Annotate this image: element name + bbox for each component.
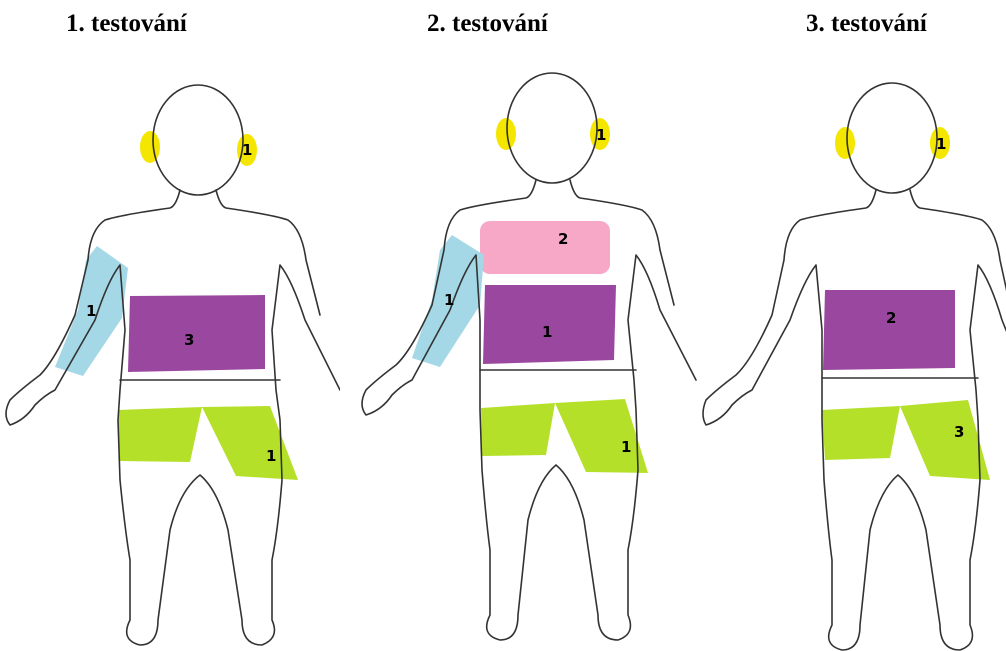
thigh-count: 1 xyxy=(621,438,631,456)
zone-numbers-3: 1 2 3 xyxy=(886,135,964,441)
left-ear-zone xyxy=(140,131,160,163)
left-ear-zone xyxy=(496,118,516,150)
panel-2-title: 2. testování xyxy=(427,10,548,38)
body-figure-1: 1 1 3 1 xyxy=(0,60,340,651)
body-figure-3-svg: 1 2 3 xyxy=(700,60,1006,651)
body-figure-1-svg: 1 1 3 1 xyxy=(0,60,340,651)
abdomen-count: 3 xyxy=(184,331,194,349)
ear-count: 1 xyxy=(936,135,946,153)
left-thigh-zone xyxy=(481,403,555,456)
colored-zones-3 xyxy=(822,127,990,480)
body-figure-2-svg: 1 2 1 1 1 xyxy=(340,60,700,651)
abdomen-count: 1 xyxy=(542,323,552,341)
body-figure-2: 1 2 1 1 1 xyxy=(340,60,700,651)
body-figure-3: 1 2 3 xyxy=(700,60,1006,651)
abdomen-zone xyxy=(128,295,265,372)
arm-count: 1 xyxy=(444,291,454,309)
thigh-count: 1 xyxy=(266,447,276,465)
right-thigh-zone xyxy=(555,399,648,473)
right-thigh-zone xyxy=(900,400,990,480)
left-thigh-zone xyxy=(822,406,900,460)
left-thigh-zone xyxy=(118,407,202,462)
arm-count: 1 xyxy=(86,302,96,320)
ear-count: 1 xyxy=(242,141,252,159)
chest-count: 2 xyxy=(558,230,568,248)
left-ear-zone xyxy=(835,127,855,159)
thigh-count: 3 xyxy=(954,423,964,441)
ear-count: 1 xyxy=(596,126,606,144)
panel-3-title: 3. testování xyxy=(806,10,927,38)
abdomen-count: 2 xyxy=(886,309,896,327)
abdomen-zone xyxy=(823,290,955,370)
panel-1-title: 1. testování xyxy=(66,10,187,38)
chest-zone xyxy=(480,221,610,274)
right-thigh-zone xyxy=(202,406,298,480)
